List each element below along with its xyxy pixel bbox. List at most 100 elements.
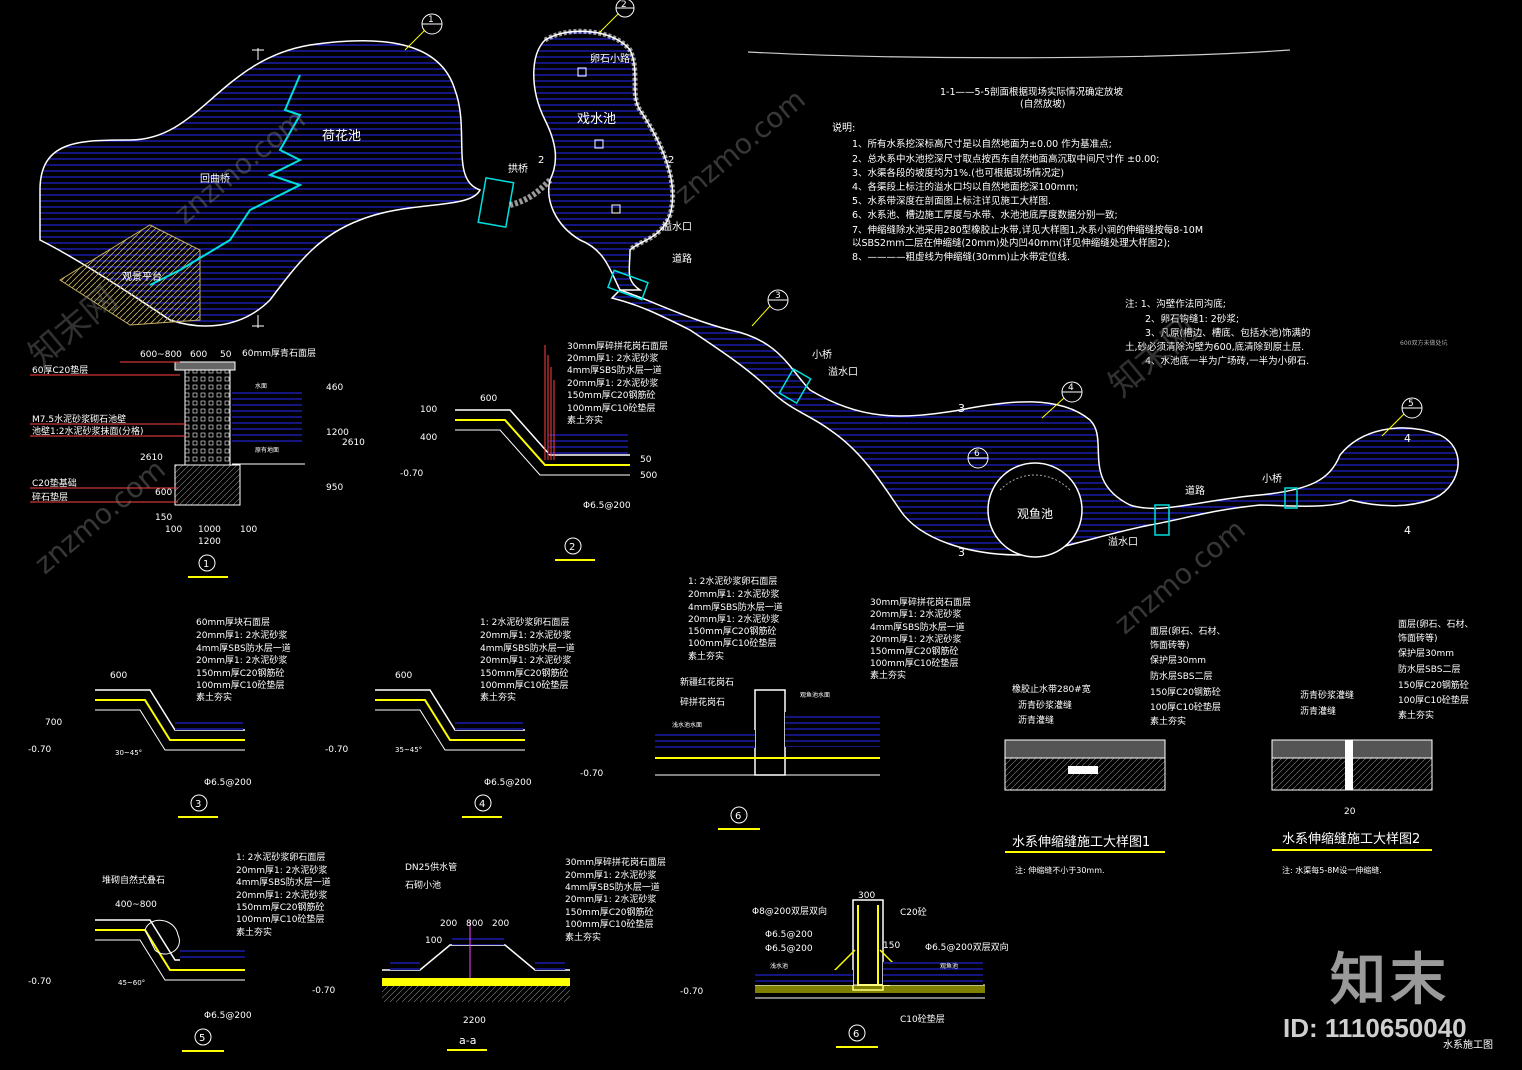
- svg-text:50: 50: [220, 350, 232, 360]
- svg-text:200: 200: [492, 919, 509, 929]
- notes-list: 1、所有水系挖深标高尺寸是以自然地面为±0.00 作为基准点; 2、总水系中水池…: [852, 138, 1203, 263]
- svg-text:6: 6: [974, 449, 980, 459]
- notes-title: 1-1——5-5剖面根据现场实际情况确定放坡: [940, 86, 1124, 98]
- svg-text:Φ6.5@200: Φ6.5@200: [583, 501, 631, 511]
- svg-text:以SBS2mm二层在伸缩缝(20mm)处内凹40mm(详见伸: 以SBS2mm二层在伸缩缝(20mm)处内凹40mm(详见伸缩缝处理大样图2);: [852, 237, 1170, 249]
- svg-text:600: 600: [395, 671, 412, 681]
- detail-3-number: 3: [195, 799, 201, 810]
- detail-2: 30mm厚碎拼花岗石面层 20mm厚1: 2水泥砂浆 4mm厚SBS防水层一道 …: [400, 340, 668, 561]
- notes-block: 1-1——5-5剖面根据现场实际情况确定放坡 (自然放坡) 说明: 1、所有水系…: [747, 49, 1447, 367]
- svg-text:30mm厚碎拼花岗石面层: 30mm厚碎拼花岗石面层: [870, 596, 971, 608]
- svg-text:注: 1、沟壁作法同沟底;: 注: 1、沟壁作法同沟底;: [1125, 298, 1226, 310]
- svg-text:4mm厚SBS防水层一道: 4mm厚SBS防水层一道: [196, 642, 291, 654]
- joint-2-title: 水系伸缩缝施工大样图2: [1282, 831, 1420, 847]
- section-a-a: DN25供水管 石砌小池 30mm厚碎拼花岗石面层 20mm厚1: 2水泥砂浆 …: [312, 856, 666, 1051]
- svg-text:3: 3: [958, 546, 965, 559]
- svg-text:20mm厚1: 2水泥砂浆: 20mm厚1: 2水泥砂浆: [565, 869, 656, 881]
- svg-text:C10砼垫层: C10砼垫层: [900, 1013, 945, 1025]
- svg-text:-0.70: -0.70: [28, 745, 52, 755]
- svg-text:100: 100: [165, 525, 182, 535]
- svg-text:800: 800: [466, 919, 483, 929]
- arch-bridge-label: 拱桥: [508, 162, 528, 175]
- svg-text:600: 600: [110, 671, 127, 681]
- svg-text:500: 500: [640, 471, 657, 481]
- svg-text:3: 3: [958, 402, 965, 415]
- svg-text:4mm厚SBS防水层一道: 4mm厚SBS防水层一道: [870, 621, 965, 633]
- detail-4: 1: 2水泥砂浆卵石面层 20mm厚1: 2水泥砂浆 4mm厚SBS防水层一道 …: [325, 616, 575, 818]
- svg-text:1、所有水系挖深标高尺寸是以自然地面为±0.00 作为基准点: 1、所有水系挖深标高尺寸是以自然地面为±0.00 作为基准点;: [852, 138, 1112, 150]
- plan-marker-2: 2: [599, 0, 635, 33]
- svg-text:20mm厚1: 2水泥砂浆: 20mm厚1: 2水泥砂浆: [688, 588, 779, 600]
- svg-text:150: 150: [883, 941, 900, 951]
- svg-text:100mm厚C10砼垫层: 100mm厚C10砼垫层: [196, 679, 284, 691]
- notes-small: 600双方未做处坑: [1400, 339, 1447, 347]
- svg-text:4: 4: [1404, 432, 1411, 445]
- svg-text:素土夯实: 素土夯实: [567, 414, 603, 426]
- svg-text:20mm厚1: 2水泥砂浆: 20mm厚1: 2水泥砂浆: [196, 629, 287, 641]
- svg-text:30mm厚碎拼花岗石面层: 30mm厚碎拼花岗石面层: [567, 340, 668, 352]
- detail-6-lower-number: 6: [853, 1029, 859, 1040]
- svg-text:100厚C10砼垫层: 100厚C10砼垫层: [1150, 701, 1221, 713]
- svg-text:20mm厚1: 2水泥砂浆: 20mm厚1: 2水泥砂浆: [567, 352, 658, 364]
- cobble-path-label: 卵石小路: [590, 52, 630, 65]
- fish-pond-circle: [987, 462, 1083, 558]
- svg-text:30~45°: 30~45°: [115, 749, 142, 757]
- svg-text:-0.70: -0.70: [28, 977, 52, 987]
- svg-text:20mm厚1: 2水泥砂浆: 20mm厚1: 2水泥砂浆: [236, 864, 327, 876]
- svg-text:20mm厚1: 2水泥砂浆: 20mm厚1: 2水泥砂浆: [870, 608, 961, 620]
- svg-text:4mm厚SBS防水层一道: 4mm厚SBS防水层一道: [565, 881, 660, 893]
- svg-text:2: 2: [668, 155, 674, 166]
- detail-6-lower: Φ8@200双层双向 Φ6.5@200 Φ6.5@200 C20砼 Φ6.5@2…: [680, 891, 1009, 1048]
- svg-text:60mm厚青石面层: 60mm厚青石面层: [242, 347, 316, 359]
- svg-text:3、凡原(槽边、槽底、包括水池)饰满的: 3、凡原(槽边、槽底、包括水池)饰满的: [1145, 327, 1310, 339]
- svg-text:Φ6.5@200: Φ6.5@200: [204, 778, 252, 788]
- svg-text:保护层30mm: 保护层30mm: [1150, 654, 1206, 666]
- svg-text:浅水池: 浅水池: [770, 962, 788, 970]
- svg-text:-0.70: -0.70: [312, 986, 336, 996]
- svg-text:100: 100: [240, 525, 257, 535]
- svg-text:100mm厚C10砼垫层: 100mm厚C10砼垫层: [567, 402, 655, 414]
- svg-text:150mm厚C20钢筋砼: 150mm厚C20钢筋砼: [688, 625, 776, 637]
- svg-text:20mm厚1: 2水泥砂浆: 20mm厚1: 2水泥砂浆: [567, 377, 658, 389]
- svg-text:-0.70: -0.70: [400, 469, 424, 479]
- small-bridge-2: [1284, 487, 1298, 509]
- water-system-plan: 荷花池 回曲桥 观景平台 拱桥 戏水池 卵石小路 2 2 溢水口 观鱼池 道路 …: [39, 0, 1459, 559]
- svg-text:20mm厚1: 2水泥砂浆: 20mm厚1: 2水泥砂浆: [236, 889, 327, 901]
- svg-text:2、总水系中水池挖深尺寸取点按西东自然地面高沉取中间尺寸作: 2、总水系中水池挖深尺寸取点按西东自然地面高沉取中间尺寸作 ±0.00;: [852, 153, 1159, 165]
- svg-text:4mm厚SBS防水层一道: 4mm厚SBS防水层一道: [480, 642, 575, 654]
- svg-text:700: 700: [45, 718, 62, 728]
- svg-text:沥青灌缝: 沥青灌缝: [1018, 714, 1054, 726]
- arch-bridge-shape: [477, 177, 515, 228]
- svg-text:防水层SBS二层: 防水层SBS二层: [1150, 670, 1212, 682]
- svg-text:Φ6.5@200: Φ6.5@200: [204, 1011, 252, 1021]
- svg-text:橡胶止水带280#宽: 橡胶止水带280#宽: [1012, 683, 1091, 695]
- svg-text:4mm厚SBS防水层一道: 4mm厚SBS防水层一道: [688, 601, 783, 613]
- svg-text:素土夯实: 素土夯实: [565, 931, 601, 943]
- svg-text:2610: 2610: [342, 438, 365, 448]
- svg-text:100mm厚C10砼垫层: 100mm厚C10砼垫层: [870, 657, 958, 669]
- svg-text:-0.70: -0.70: [580, 769, 604, 779]
- svg-text:150mm厚C20钢筋砼: 150mm厚C20钢筋砼: [236, 901, 324, 913]
- svg-text:注: 水渠每5-8M设一伸缩缝.: 注: 水渠每5-8M设一伸缩缝.: [1282, 865, 1382, 875]
- svg-text:Φ6.5@200: Φ6.5@200: [765, 944, 813, 954]
- svg-text:碎石垫层: 碎石垫层: [32, 491, 68, 503]
- svg-text:沥青灌缝: 沥青灌缝: [1300, 705, 1336, 717]
- svg-text:面层(卵石、石材、: 面层(卵石、石材、: [1150, 625, 1226, 637]
- svg-text:2: 2: [538, 155, 544, 166]
- small-bridge-label-2: 小桥: [1262, 473, 1282, 485]
- svg-text:600~800: 600~800: [140, 350, 182, 360]
- svg-text:60厚C20垫层: 60厚C20垫层: [32, 364, 88, 376]
- overflow-label-2: 溢水口: [828, 365, 858, 378]
- svg-text:150厚C20钢筋砼: 150厚C20钢筋砼: [1398, 679, 1469, 691]
- joint-detail-2: 沥青砂浆灌缝 沥青灌缝 面层(卵石、石材、 饰面砖等) 保护层30mm 防水层S…: [1271, 618, 1474, 875]
- svg-text:水面: 水面: [255, 382, 267, 390]
- plan-marker-6: 6: [967, 447, 989, 469]
- svg-text:4mm厚SBS防水层一道: 4mm厚SBS防水层一道: [567, 364, 662, 376]
- svg-text:20mm厚1: 2水泥砂浆: 20mm厚1: 2水泥砂浆: [870, 633, 961, 645]
- svg-text:素土夯实: 素土夯实: [196, 691, 232, 703]
- svg-text:4: 4: [1068, 383, 1074, 393]
- svg-text:20mm厚1: 2水泥砂浆: 20mm厚1: 2水泥砂浆: [480, 654, 571, 666]
- svg-text:50: 50: [640, 455, 652, 465]
- svg-text:面层(卵石、石材、: 面层(卵石、石材、: [1398, 618, 1474, 630]
- svg-text:2: 2: [621, 0, 627, 10]
